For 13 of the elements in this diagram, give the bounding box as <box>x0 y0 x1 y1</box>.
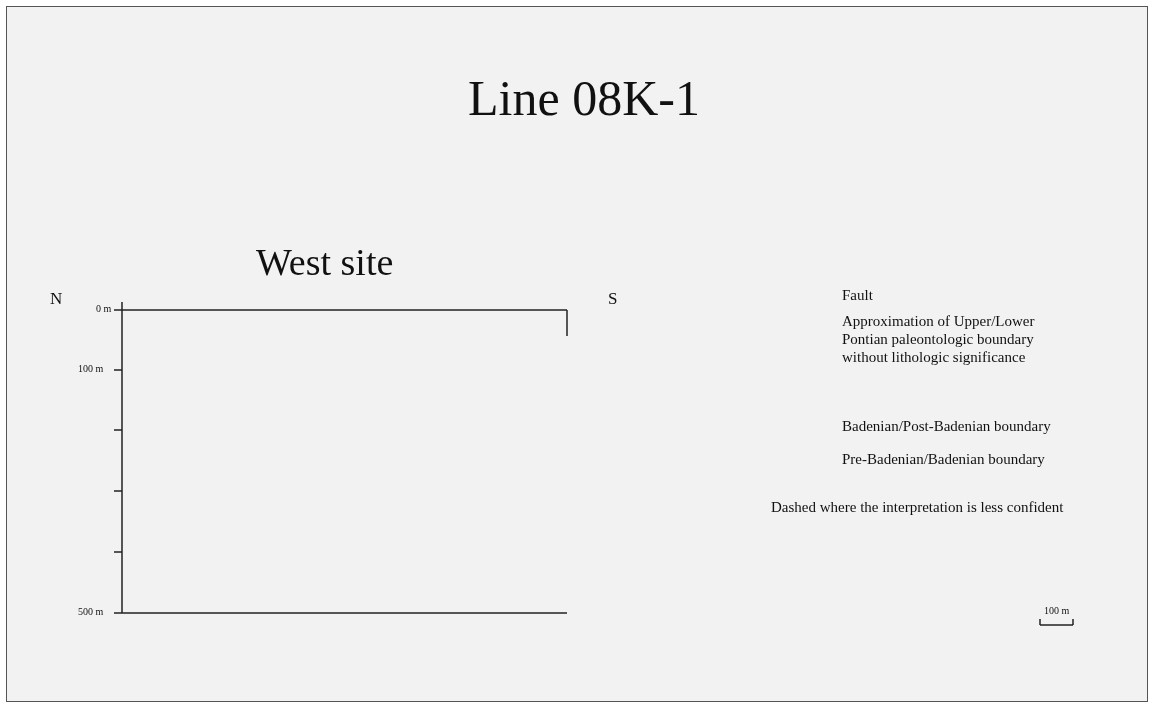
depth-label: 100 m <box>78 363 104 375</box>
direction-label: N <box>50 289 63 310</box>
note-text: Dashed where the interpretation is less confident <box>771 498 1064 516</box>
legend-text: Badenian/Post-Badenian boundary <box>842 417 1051 435</box>
direction-label: S <box>608 289 618 310</box>
depth-label: 500 m <box>78 606 104 618</box>
section-title: West site <box>256 240 394 285</box>
depth-label: 0 m <box>96 303 112 315</box>
legend-text: Approximation of Upper/Lower Pontian paleontologic boundary without lithologic significance <box>842 312 1036 366</box>
legend-text: Pre-Badenian/Badenian boundary <box>842 450 1045 468</box>
diagram-title: Line 08K-1 <box>467 69 701 128</box>
scale-label: 100 m <box>1044 605 1070 617</box>
legend-text: Fault <box>842 286 873 304</box>
